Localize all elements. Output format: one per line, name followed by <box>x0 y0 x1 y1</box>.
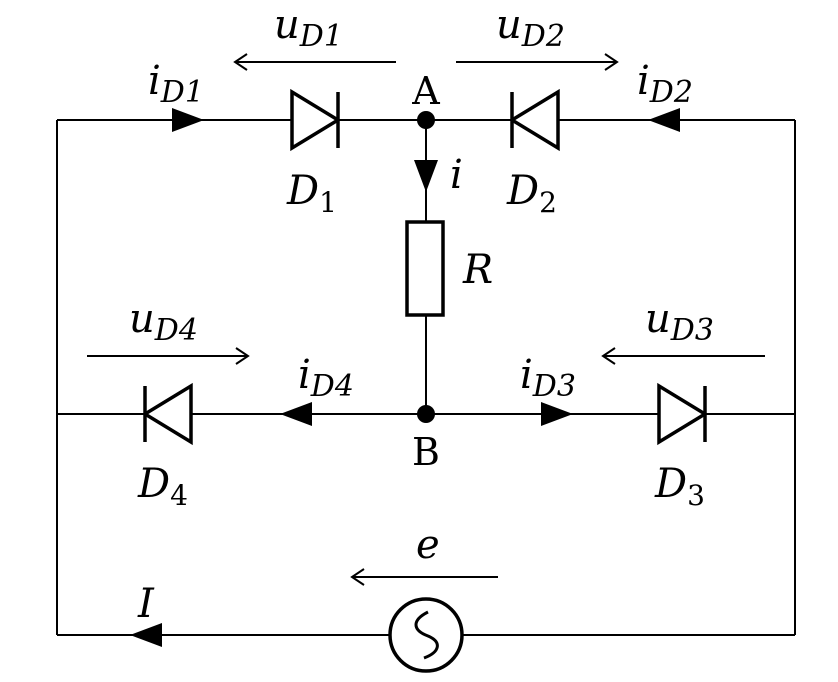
voltage-ud3-label: uD3 <box>645 296 714 348</box>
current-id4-arrow <box>280 402 312 426</box>
diode-d1 <box>290 88 342 152</box>
current-id2-label: iD2 <box>637 58 693 110</box>
current-I-label: I <box>137 581 155 627</box>
diode-d2 <box>508 88 560 152</box>
voltage-ud1-arrow <box>233 53 396 71</box>
node-a-label: A <box>411 69 440 113</box>
diode-d4-label: D4 <box>137 461 188 512</box>
current-I-arrow <box>130 623 162 647</box>
resistor-r-label: R <box>462 247 493 293</box>
current-i-arrow <box>414 160 438 192</box>
voltage-ud3-arrow <box>601 347 765 365</box>
current-i-label: i <box>450 152 463 198</box>
voltage-e-label: e <box>416 522 440 568</box>
voltage-ud2-label: uD2 <box>496 2 565 54</box>
voltage-e-arrow <box>350 568 498 586</box>
diode-d3 <box>657 382 709 446</box>
current-id1-arrow <box>172 108 204 132</box>
current-id1-label: iD1 <box>148 58 204 110</box>
ac-source <box>388 597 464 673</box>
current-id4-label: iD4 <box>298 352 354 404</box>
voltage-ud4-arrow <box>87 347 250 365</box>
node-b-dot <box>417 405 435 423</box>
diode-d1-label: D1 <box>286 168 337 219</box>
diode-d3-label: D3 <box>654 461 705 512</box>
current-id3-arrow <box>541 402 573 426</box>
diode-d2-label: D2 <box>506 168 557 219</box>
voltage-ud1-label: uD1 <box>274 2 343 54</box>
node-a-dot <box>417 111 435 129</box>
diode-d4 <box>141 382 193 446</box>
current-id2-arrow <box>648 108 680 132</box>
voltage-ud2-arrow <box>456 53 619 71</box>
current-id3-label: iD3 <box>520 352 576 404</box>
ac-tilde-icon <box>414 610 439 660</box>
voltage-ud4-label: uD4 <box>129 296 198 348</box>
resistor-r <box>405 220 445 317</box>
node-b-label: B <box>412 430 440 474</box>
